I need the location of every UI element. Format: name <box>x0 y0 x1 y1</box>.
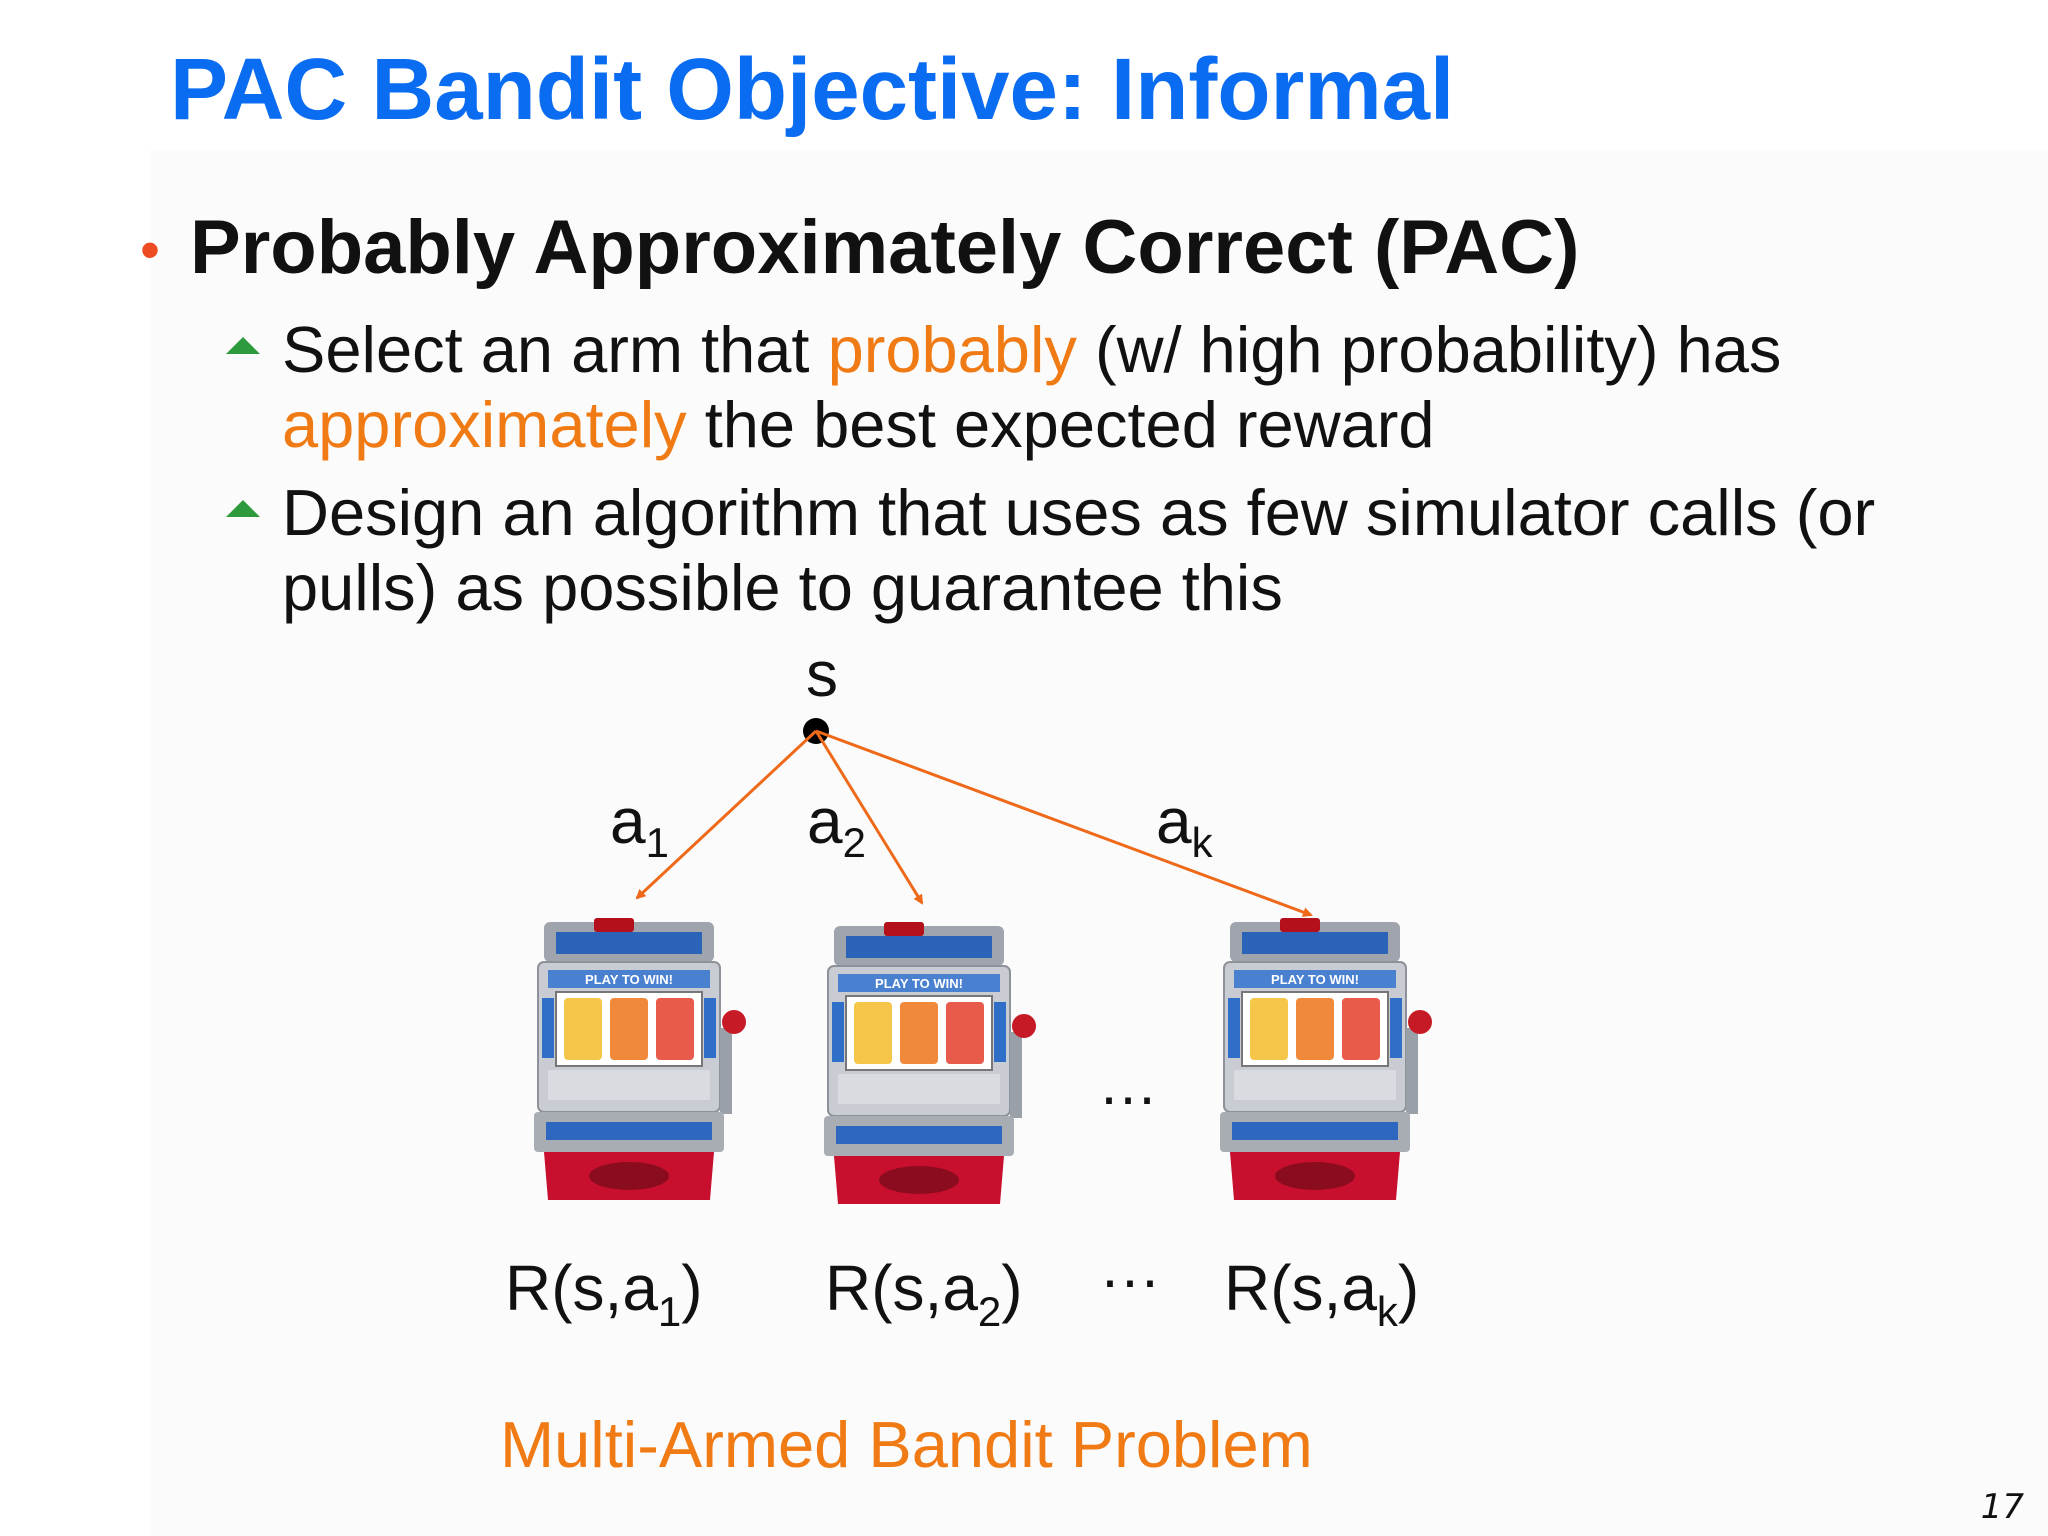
bullet-heading: Probably Approximately Correct (PAC) <box>190 205 1580 290</box>
page-number: 17 <box>1980 1487 2024 1527</box>
arm-label-1: a1 <box>610 789 669 864</box>
reward-label-1-index: 1 <box>657 1288 682 1335</box>
arm-arrow-1 <box>635 729 818 900</box>
green-triangle-icon <box>226 500 260 517</box>
arm-label-2-letter: a <box>807 785 843 857</box>
reward-label-k: R(s,ak) <box>1224 1256 1419 1333</box>
arm-label-2: a2 <box>807 789 866 864</box>
reward-label-1: R(s,a1) <box>505 1256 703 1333</box>
sub-bullet-2: Design an algorithm that uses as few sim… <box>282 476 1876 624</box>
reward-label-2-post: ) <box>1001 1252 1023 1324</box>
arm-arrow-k <box>815 729 1313 917</box>
slot-machine-2: PLAY TO WIN! <box>824 922 1036 1204</box>
rewards-ellipsis: ··· <box>1100 1246 1160 1313</box>
bullet-icon: • <box>140 218 160 282</box>
reward-label-1-pre: R(s,a <box>505 1252 658 1324</box>
arm-label-k: ak <box>1156 789 1213 864</box>
reward-label-k-post: ) <box>1397 1252 1420 1324</box>
reward-label-2-pre: R(s,a <box>825 1252 978 1324</box>
slot-machine-1: PLAY TO WIN! <box>534 918 746 1200</box>
machine-banner-text: PLAY TO WIN! <box>875 976 963 991</box>
arm-label-k-letter: a <box>1156 785 1192 857</box>
reward-label-2-index: 2 <box>977 1288 1002 1335</box>
machine-banner-text: PLAY TO WIN! <box>585 972 673 987</box>
slide-background <box>150 150 2048 1536</box>
green-triangle-icon <box>226 337 260 354</box>
reward-label-2: R(s,a2) <box>825 1256 1023 1333</box>
slot-machine-k: PLAY TO WIN! <box>1220 918 1432 1200</box>
highlight-probably: probably <box>827 313 1077 386</box>
arm-label-1-letter: a <box>610 785 646 857</box>
reward-label-k-index: k <box>1376 1288 1398 1335</box>
state-label: s <box>806 638 838 710</box>
reward-label-1-post: ) <box>681 1252 703 1324</box>
arm-label-1-index: 1 <box>645 819 669 866</box>
arm-label-2-index: 2 <box>842 819 866 866</box>
sub-bullet-1-text-c: the best expected reward <box>686 388 1435 461</box>
highlight-approximately: approximately <box>282 388 687 461</box>
machines-ellipsis: … <box>1098 1050 1158 1117</box>
sub-bullet-1: Select an arm that probably (w/ high pro… <box>282 312 1982 462</box>
slide-title: PAC Bandit Objective: Informal <box>170 41 1455 138</box>
arm-arrow-2 <box>814 730 924 905</box>
reward-label-k-pre: R(s,a <box>1224 1252 1377 1324</box>
machine-banner-text: PLAY TO WIN! <box>1271 972 1359 987</box>
sub-bullet-1-text-b: (w/ high probability) has <box>1076 313 1782 386</box>
sub-bullet-1-text-a: Select an arm that <box>282 313 828 386</box>
diagram-caption: Multi-Armed Bandit Problem <box>500 1408 1313 1481</box>
arm-label-k-index: k <box>1191 819 1213 866</box>
